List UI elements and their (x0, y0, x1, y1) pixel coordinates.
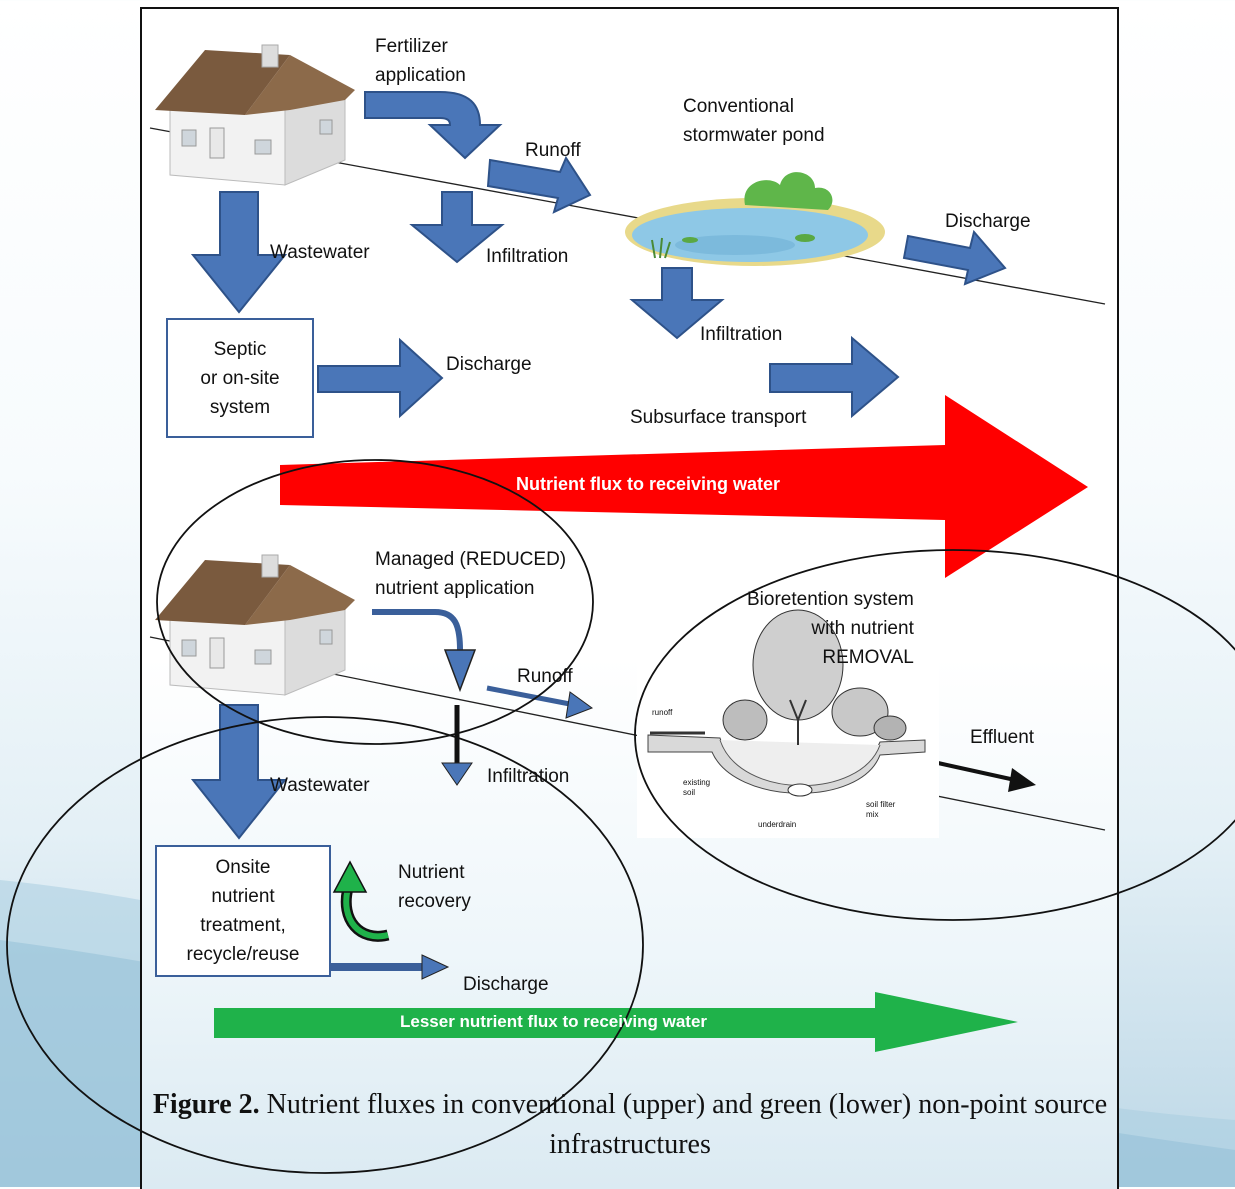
wastewater-label-upper: Wastewater (270, 242, 370, 263)
runoff-arrowhead-lower (565, 691, 594, 719)
effluent-label: Effluent (970, 727, 1035, 748)
figure-caption: Figure 2. Nutrient fluxes in conventiona… (150, 1085, 1110, 1165)
subsurface-arrow (769, 335, 900, 419)
fertilizer-arrow (364, 91, 503, 160)
fertilizer-label: Fertilizer application (375, 36, 466, 86)
caption-prefix: Figure 2. (152, 1089, 260, 1120)
bioretention-label: Bioretention system with nutrient REMOVA… (747, 589, 914, 668)
onsite-treatment-box: Onsite nutrient treatment, recycle/reuse (155, 845, 331, 977)
caption-text: Nutrient fluxes in conventional (upper) … (259, 1089, 1108, 1160)
managed-label: Managed (REDUCED) nutrient application (375, 549, 567, 599)
discharge-label-septic: Discharge (446, 354, 532, 375)
infiltration-arrow-pond (629, 267, 725, 340)
ellipse-bioretention (634, 549, 1235, 921)
discharge-arrow-pond (902, 229, 1007, 286)
discharge-arrow-septic (317, 337, 444, 419)
runoff-label-lower: Runoff (517, 666, 573, 687)
bioretention-sketch (637, 609, 939, 838)
sketch-existing-soil-label: existing soil (683, 778, 711, 797)
sketch-runoff-label: runoff (652, 708, 673, 717)
stormwater-pond-icon (625, 172, 885, 266)
discharge-label-pond: Discharge (945, 211, 1031, 232)
nutrient-recovery-label: Nutrient recovery (398, 862, 471, 912)
sketch-soil-filter-label: soil filter mix (866, 800, 896, 819)
lesser-flux-label: Lesser nutrient flux to receiving water (400, 1012, 708, 1031)
wastewater-label-lower: Wastewater (270, 775, 370, 796)
wastewater-arrow-upper (190, 191, 288, 314)
infiltration-label-pond: Infiltration (700, 324, 783, 345)
wastewater-arrow-lower (190, 704, 288, 840)
nutrient-recovery-arrow-fill (343, 887, 389, 940)
infiltration-label-lower: Infiltration (487, 766, 570, 787)
nutrient-flux-arrow (280, 395, 1088, 578)
infiltration-arrow-upper (409, 191, 505, 264)
infiltration-label-upper: Infiltration (486, 246, 569, 267)
house-upper-icon (155, 44, 355, 186)
managed-application-arrow (372, 609, 463, 651)
subsurface-label: Subsurface transport (630, 407, 807, 428)
runoff-arrow-upper (486, 155, 592, 214)
ellipse-managed-application (156, 459, 594, 745)
nutrient-recovery-arrowhead (332, 860, 368, 893)
runoff-arrow-lower (486, 685, 576, 708)
house-lower-icon (155, 554, 355, 696)
infiltration-arrowhead-lower (441, 762, 473, 786)
lesser-flux-arrow (214, 992, 1018, 1052)
discharge-label-lower: Discharge (463, 974, 549, 995)
effluent-arrowhead (1008, 768, 1036, 792)
ellipse-onsite-treatment (6, 716, 644, 1174)
runoff-label-upper: Runoff (525, 140, 581, 161)
sketch-underdrain-label: underdrain (758, 820, 797, 829)
pond-label: Conventional stormwater pond (683, 96, 825, 146)
managed-application-arrowhead (443, 649, 477, 693)
nutrient-recovery-arrow (340, 886, 390, 942)
discharge-arrowhead-lower (421, 954, 450, 980)
nutrient-flux-label: Nutrient flux to receiving water (516, 474, 781, 494)
effluent-arrow (937, 761, 1016, 782)
septic-box: Septic or on-site system (166, 318, 314, 438)
